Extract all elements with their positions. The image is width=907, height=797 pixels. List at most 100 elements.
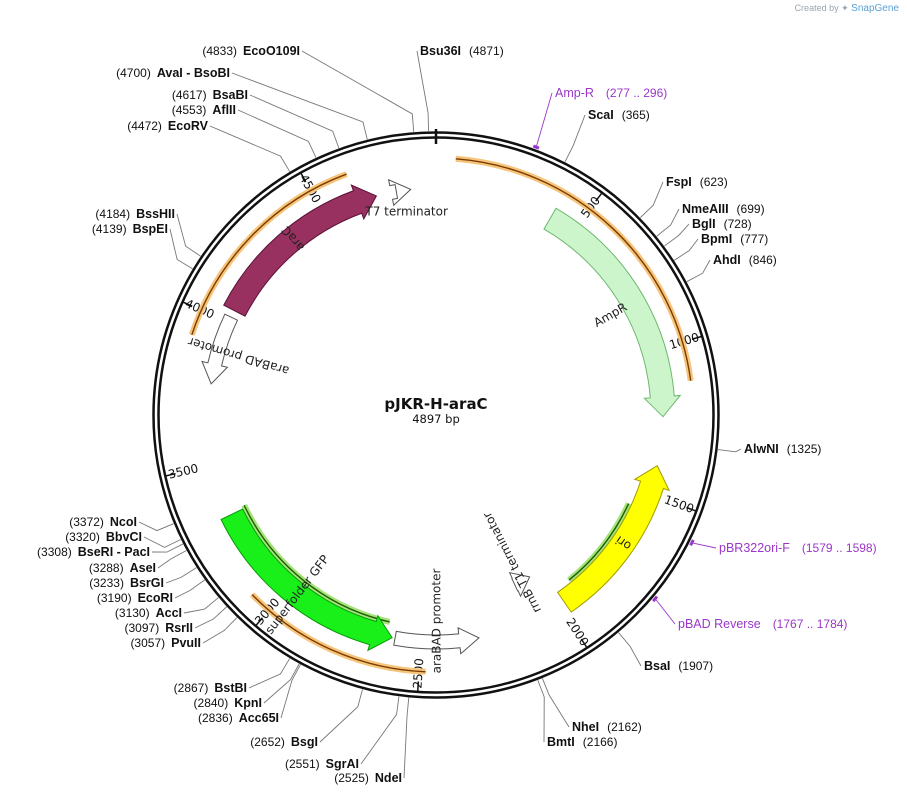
site-leader-line	[717, 448, 742, 453]
site-position: (2867)	[174, 681, 209, 695]
site-leader-line	[138, 521, 174, 532]
tick-mark	[686, 506, 698, 513]
primer-pbr322ori-f[interactable]: pBR322ori-F(1579 .. 1598)	[689, 539, 877, 555]
site-aflii[interactable]: AflII(4553)	[172, 103, 317, 158]
site-position: (2525)	[334, 771, 369, 785]
site-bseri-paci[interactable]: BseRI - PacI (3308)	[37, 543, 184, 559]
site-name: NdeI	[375, 771, 402, 785]
site-acci[interactable]: AccI(3130)	[115, 597, 219, 620]
site-ahdi[interactable]: AhdI(846)	[686, 253, 777, 283]
site-bsgi[interactable]: BsgI(2652)	[250, 689, 363, 749]
site-name: BpmI	[701, 232, 732, 246]
site-position: (623)	[700, 175, 728, 189]
restriction-sites: EcoO109I(4833)Bsu36I(4871) AvaI - BsoBI(4…	[37, 44, 821, 785]
site-ncoi[interactable]: NcoI(3372)	[69, 515, 174, 532]
site-nmeaiii[interactable]: NmeAIII(699)	[656, 202, 765, 237]
site-position: (4617)	[172, 88, 207, 102]
primer-pbad-reverse[interactable]: pBAD Reverse(1767 .. 1784)	[652, 595, 847, 631]
site-position: (3308)	[37, 545, 72, 559]
site-bmti[interactable]: BmtI(2166)	[537, 679, 618, 749]
site-name: BbvCI	[106, 530, 142, 544]
site-alwni[interactable]: AlwNI (1325)	[717, 442, 822, 456]
site-ndei[interactable]: NdeI (2525)	[334, 697, 410, 785]
site-kpni[interactable]: KpnI(2840)	[194, 663, 300, 710]
site-bsrgi[interactable]: BsrGI(3233)	[89, 567, 197, 590]
primer-name: Amp-R	[555, 86, 594, 100]
primer-marker	[689, 539, 695, 546]
site-scai[interactable]: ScaI (365)	[564, 108, 650, 163]
site-bstbi[interactable]: BstBI(2867)	[174, 658, 291, 695]
tick-mark	[580, 638, 588, 649]
site-leader-line	[151, 543, 184, 553]
site-name: EcoRI	[138, 591, 173, 605]
site-rsrii[interactable]: RsrII(3097)	[125, 606, 227, 635]
site-position: (4700)	[116, 66, 151, 80]
site-bsshii[interactable]: BssHII(4184)	[95, 207, 201, 257]
site-bsai[interactable]: BsaI(1907)	[618, 632, 714, 673]
site-leader-line	[537, 679, 545, 743]
orange-arc	[251, 594, 426, 673]
site-name: BseRI - PacI	[78, 545, 150, 559]
site-acc65i[interactable]: Acc65I(2836)	[198, 664, 301, 725]
feature-arrow-ampr	[543, 207, 682, 418]
feature-arrow-arabad-promoter	[393, 627, 480, 655]
site-position: (3233)	[89, 576, 124, 590]
site-bpmi[interactable]: BpmI (777)	[673, 232, 768, 261]
site-bbvci[interactable]: BbvCI(3320)	[65, 530, 181, 548]
site-position: (777)	[740, 232, 768, 246]
site-bsabi[interactable]: BsaBI(4617)	[172, 88, 340, 149]
credit-brand: SnapGene	[851, 3, 899, 14]
primer-leader-line	[692, 542, 717, 549]
site-leader-line	[263, 663, 300, 704]
site-bspei[interactable]: BspEI (4139)	[92, 222, 193, 270]
site-ecoo109i[interactable]: EcoO109I(4833)	[202, 44, 415, 132]
site-name: FspI	[666, 175, 692, 189]
primer-name: pBAD Reverse	[678, 617, 761, 631]
site-ecorv[interactable]: EcoRV(4472)	[127, 119, 291, 172]
site-position: (3097)	[125, 621, 160, 635]
site-position: (4871)	[469, 44, 504, 58]
backbone-ring	[152, 129, 720, 699]
site-bgli[interactable]: BglI(728)	[664, 217, 752, 247]
site-leader-line	[194, 606, 227, 629]
site-ecori[interactable]: EcoRI(3190)	[97, 579, 206, 605]
site-fspi[interactable]: FspI (623)	[639, 175, 728, 219]
site-leader-line	[165, 567, 197, 584]
feature-label: araBAD promoter	[429, 568, 443, 673]
site-position: (2166)	[583, 735, 618, 749]
site-bsu36i[interactable]: Bsu36I(4871)	[416, 44, 504, 132]
site-sgrai[interactable]: SgrAI(2551)	[285, 696, 400, 771]
site-leader-line	[541, 678, 570, 728]
site-leader-line	[564, 114, 586, 163]
tick-mark	[691, 335, 703, 340]
site-nhei[interactable]: NheI (2162)	[541, 678, 642, 734]
site-leader-line	[248, 658, 291, 689]
site-position: (1325)	[787, 442, 822, 456]
feature-label: araBAD promoter	[186, 334, 290, 378]
site-position: (2162)	[607, 720, 642, 734]
site-asei[interactable]: AseI(3288)	[89, 550, 187, 575]
site-pvuii[interactable]: PvuII(3057)	[130, 617, 238, 650]
site-position: (699)	[737, 202, 765, 216]
site-avai-bsobi[interactable]: AvaI - BsoBI(4700)	[116, 66, 368, 140]
site-position: (3130)	[115, 606, 150, 620]
site-name: NheI	[572, 720, 599, 734]
site-leader-line	[169, 228, 193, 270]
site-leader-line	[639, 181, 664, 219]
orange-arc	[191, 173, 347, 336]
site-name: ScaI	[588, 108, 614, 122]
site-position: (4184)	[95, 207, 130, 221]
site-leader-line	[176, 213, 201, 257]
site-name: AlwNI	[744, 442, 779, 456]
site-name: PvuII	[171, 636, 201, 650]
green-arc	[243, 504, 390, 623]
site-position: (4139)	[92, 222, 127, 236]
site-leader-line	[416, 50, 430, 132]
site-position: (365)	[622, 108, 650, 122]
site-leader-line	[360, 696, 400, 765]
feature-label: rrnB T1 terminator	[480, 510, 544, 616]
primer-amp-r[interactable]: Amp-R(277 .. 296)	[532, 86, 667, 150]
site-name: BspEI	[133, 222, 168, 236]
plasmid-size: 4897 bp	[412, 412, 460, 426]
